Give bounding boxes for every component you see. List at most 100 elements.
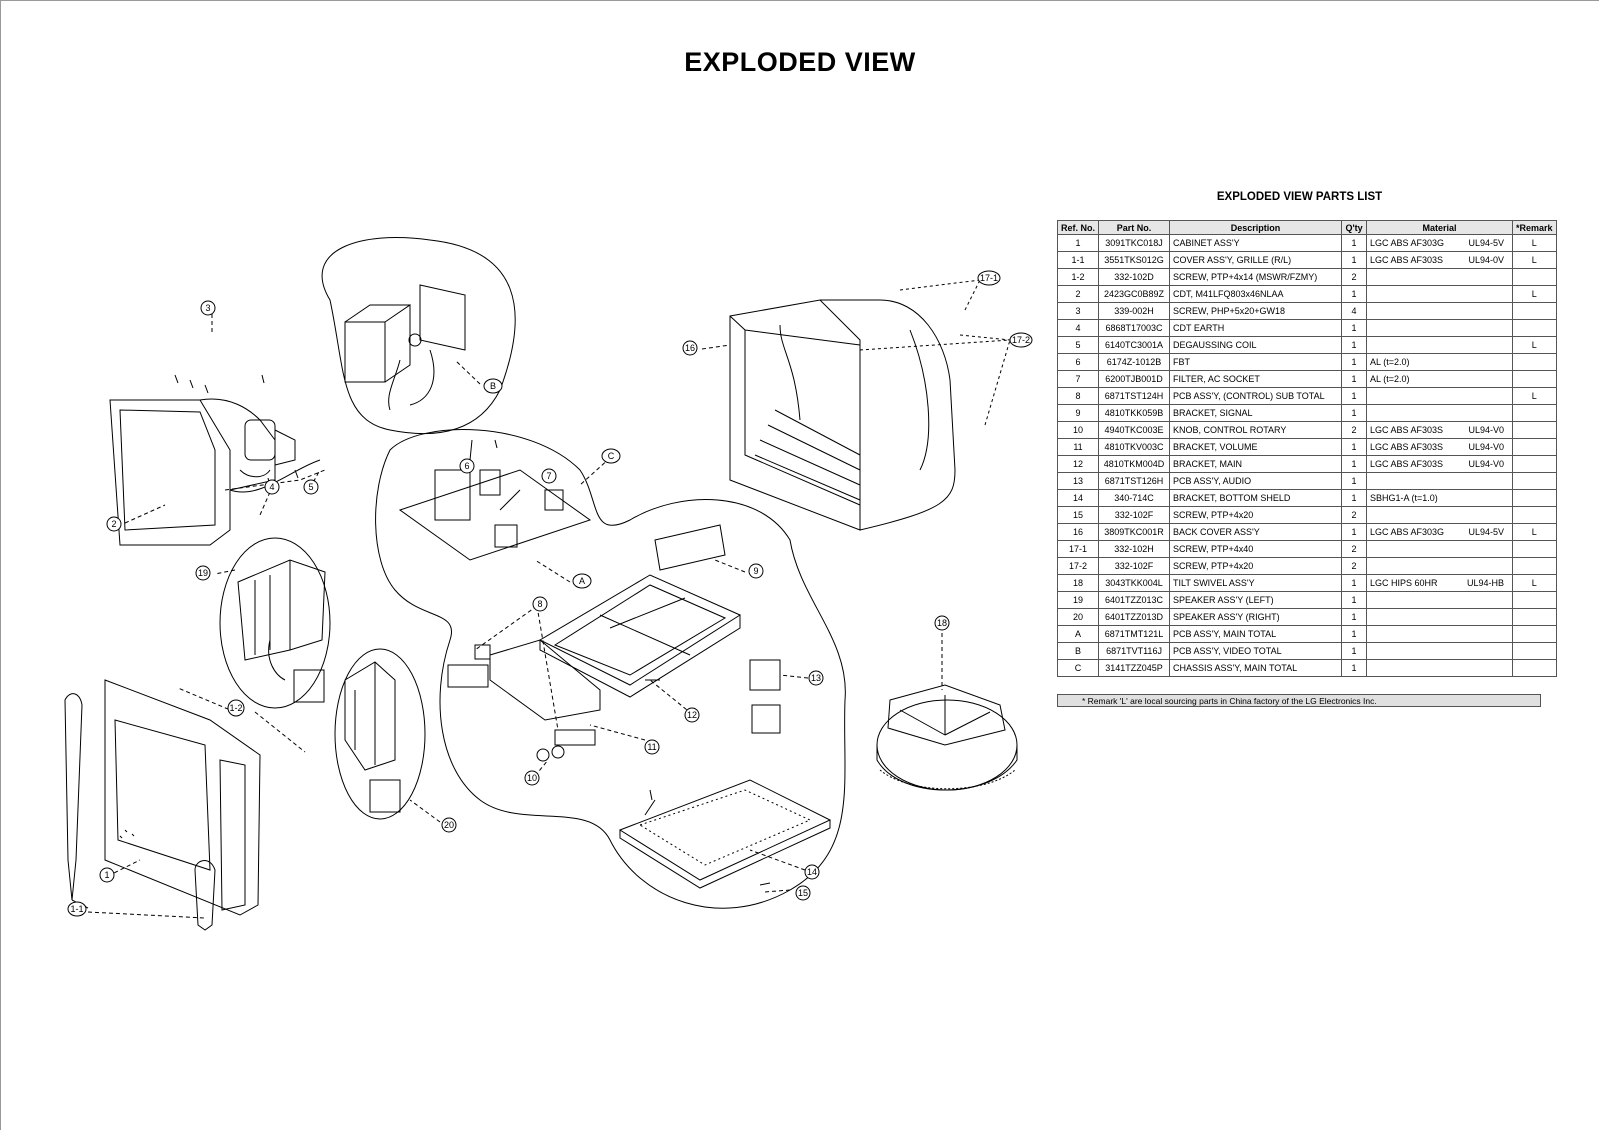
cell-part-no: 6174Z-1012B xyxy=(1098,353,1171,371)
cell-material: AL (t=2.0) xyxy=(1366,353,1514,371)
callout-label: A xyxy=(579,576,585,586)
cell-description: BRACKET, SIGNAL xyxy=(1169,404,1343,422)
callout-bubble xyxy=(644,739,660,755)
callout-bubble xyxy=(541,468,557,484)
cell-description: SCREW, PTP+4x20 xyxy=(1169,506,1343,524)
cell-remark: L xyxy=(1512,251,1557,269)
cell-description: PCB ASS'Y, VIDEO TOTAL xyxy=(1169,642,1343,660)
callout-label: 1-1 xyxy=(70,904,83,914)
cell-qty: 1 xyxy=(1341,404,1368,422)
cell-remark xyxy=(1512,489,1557,507)
cell-ref-no: 10 xyxy=(1056,421,1100,439)
material-ul-rating: UL94-V0 xyxy=(1468,442,1505,452)
cell-material xyxy=(1366,591,1514,609)
cell-description: SCREW, PTP+4x40 xyxy=(1169,540,1343,558)
cell-material: SBHG1-A (t=1.0) xyxy=(1366,489,1514,507)
callout-bubble xyxy=(532,596,548,612)
cell-qty: 1 xyxy=(1341,319,1368,337)
callout-18: 18 xyxy=(934,615,950,631)
callout-bubble xyxy=(227,699,245,717)
cell-description: BRACKET, BOTTOM SHELD xyxy=(1169,489,1343,507)
cell-material: AL (t=2.0) xyxy=(1366,370,1514,388)
cell-qty: 1 xyxy=(1341,370,1368,388)
callout-label: 12 xyxy=(687,710,697,720)
cell-part-no: 4810TKK059B xyxy=(1098,404,1171,422)
cell-ref-no: 4 xyxy=(1056,319,1100,337)
callout-label: 20 xyxy=(444,820,454,830)
cell-part-no: 332-102F xyxy=(1098,506,1171,524)
callout-label: 18 xyxy=(937,618,947,628)
callout-bubble xyxy=(195,565,211,581)
material-ul-rating: UL94-V0 xyxy=(1468,425,1505,435)
cell-qty: 2 xyxy=(1341,421,1368,439)
cell-ref-no: 17-2 xyxy=(1056,557,1100,575)
material-ul-rating: UL94-V0 xyxy=(1468,459,1505,469)
callout-label: 2 xyxy=(111,519,116,529)
cell-remark xyxy=(1512,319,1557,337)
remark-note: * Remark 'L' are local sourcing parts in… xyxy=(1057,694,1541,707)
callout-label: 16 xyxy=(685,343,695,353)
callout-label: 17-1 xyxy=(980,273,998,283)
cell-ref-no: 14 xyxy=(1056,489,1100,507)
cell-description: TILT SWIVEL ASS'Y xyxy=(1169,574,1343,592)
chassis-bracket-drawing xyxy=(447,524,781,762)
material-name: LGC ABS AF303S xyxy=(1370,255,1444,265)
video-board-drawing xyxy=(344,284,466,411)
callout-10: 10 xyxy=(524,770,540,786)
cell-material xyxy=(1366,557,1514,575)
cell-qty: 1 xyxy=(1341,591,1368,609)
cell-description: CDT EARTH xyxy=(1169,319,1343,337)
cell-remark xyxy=(1512,455,1557,473)
callout-bubble xyxy=(459,458,475,474)
callout-1-1: 1-1 xyxy=(67,901,87,917)
cell-part-no: 6140TC3001A xyxy=(1098,336,1171,354)
callout-B: B xyxy=(483,378,503,394)
blob-b-outline xyxy=(321,237,516,435)
cell-material xyxy=(1366,387,1514,405)
callout-11: 11 xyxy=(644,739,660,755)
callout-bubble xyxy=(682,340,698,356)
cell-description: CHASSIS ASS'Y, MAIN TOTAL xyxy=(1169,659,1343,677)
callout-bubble xyxy=(441,817,457,833)
cell-description: BRACKET, MAIN xyxy=(1169,455,1343,473)
cell-remark: L xyxy=(1512,285,1557,303)
material-ul-rating: UL94-HB xyxy=(1467,578,1505,588)
material-ul-rating: UL94-5V xyxy=(1468,238,1505,248)
speaker-drawings xyxy=(237,559,401,813)
cell-qty: 1 xyxy=(1341,472,1368,490)
speaker-20-outline xyxy=(334,648,426,820)
cell-qty: 4 xyxy=(1341,302,1368,320)
cell-description: SCREW, PTP+4x14 (MSWR/FZMY) xyxy=(1169,268,1343,286)
cell-material xyxy=(1366,472,1514,490)
cell-remark xyxy=(1512,642,1557,660)
cell-qty: 1 xyxy=(1341,523,1368,541)
cell-ref-no: 18 xyxy=(1056,574,1100,592)
callout-bubble xyxy=(684,707,700,723)
cell-description: FILTER, AC SOCKET xyxy=(1169,370,1343,388)
cell-part-no: 6200TJB001D xyxy=(1098,370,1171,388)
callout-6: 6 xyxy=(459,458,475,474)
cell-remark xyxy=(1512,438,1557,456)
blob-c-outline xyxy=(375,429,846,909)
cell-material xyxy=(1366,319,1514,337)
cell-part-no: 3809TKC001R xyxy=(1098,523,1171,541)
cell-description: SCREW, PHP+5x20+GW18 xyxy=(1169,302,1343,320)
header-part-no: Part No. xyxy=(1098,220,1171,235)
callout-label: B xyxy=(490,381,496,391)
cell-remark xyxy=(1512,625,1557,643)
material-name: SBHG1-A (t=1.0) xyxy=(1370,493,1438,503)
cell-qty: 1 xyxy=(1341,251,1368,269)
